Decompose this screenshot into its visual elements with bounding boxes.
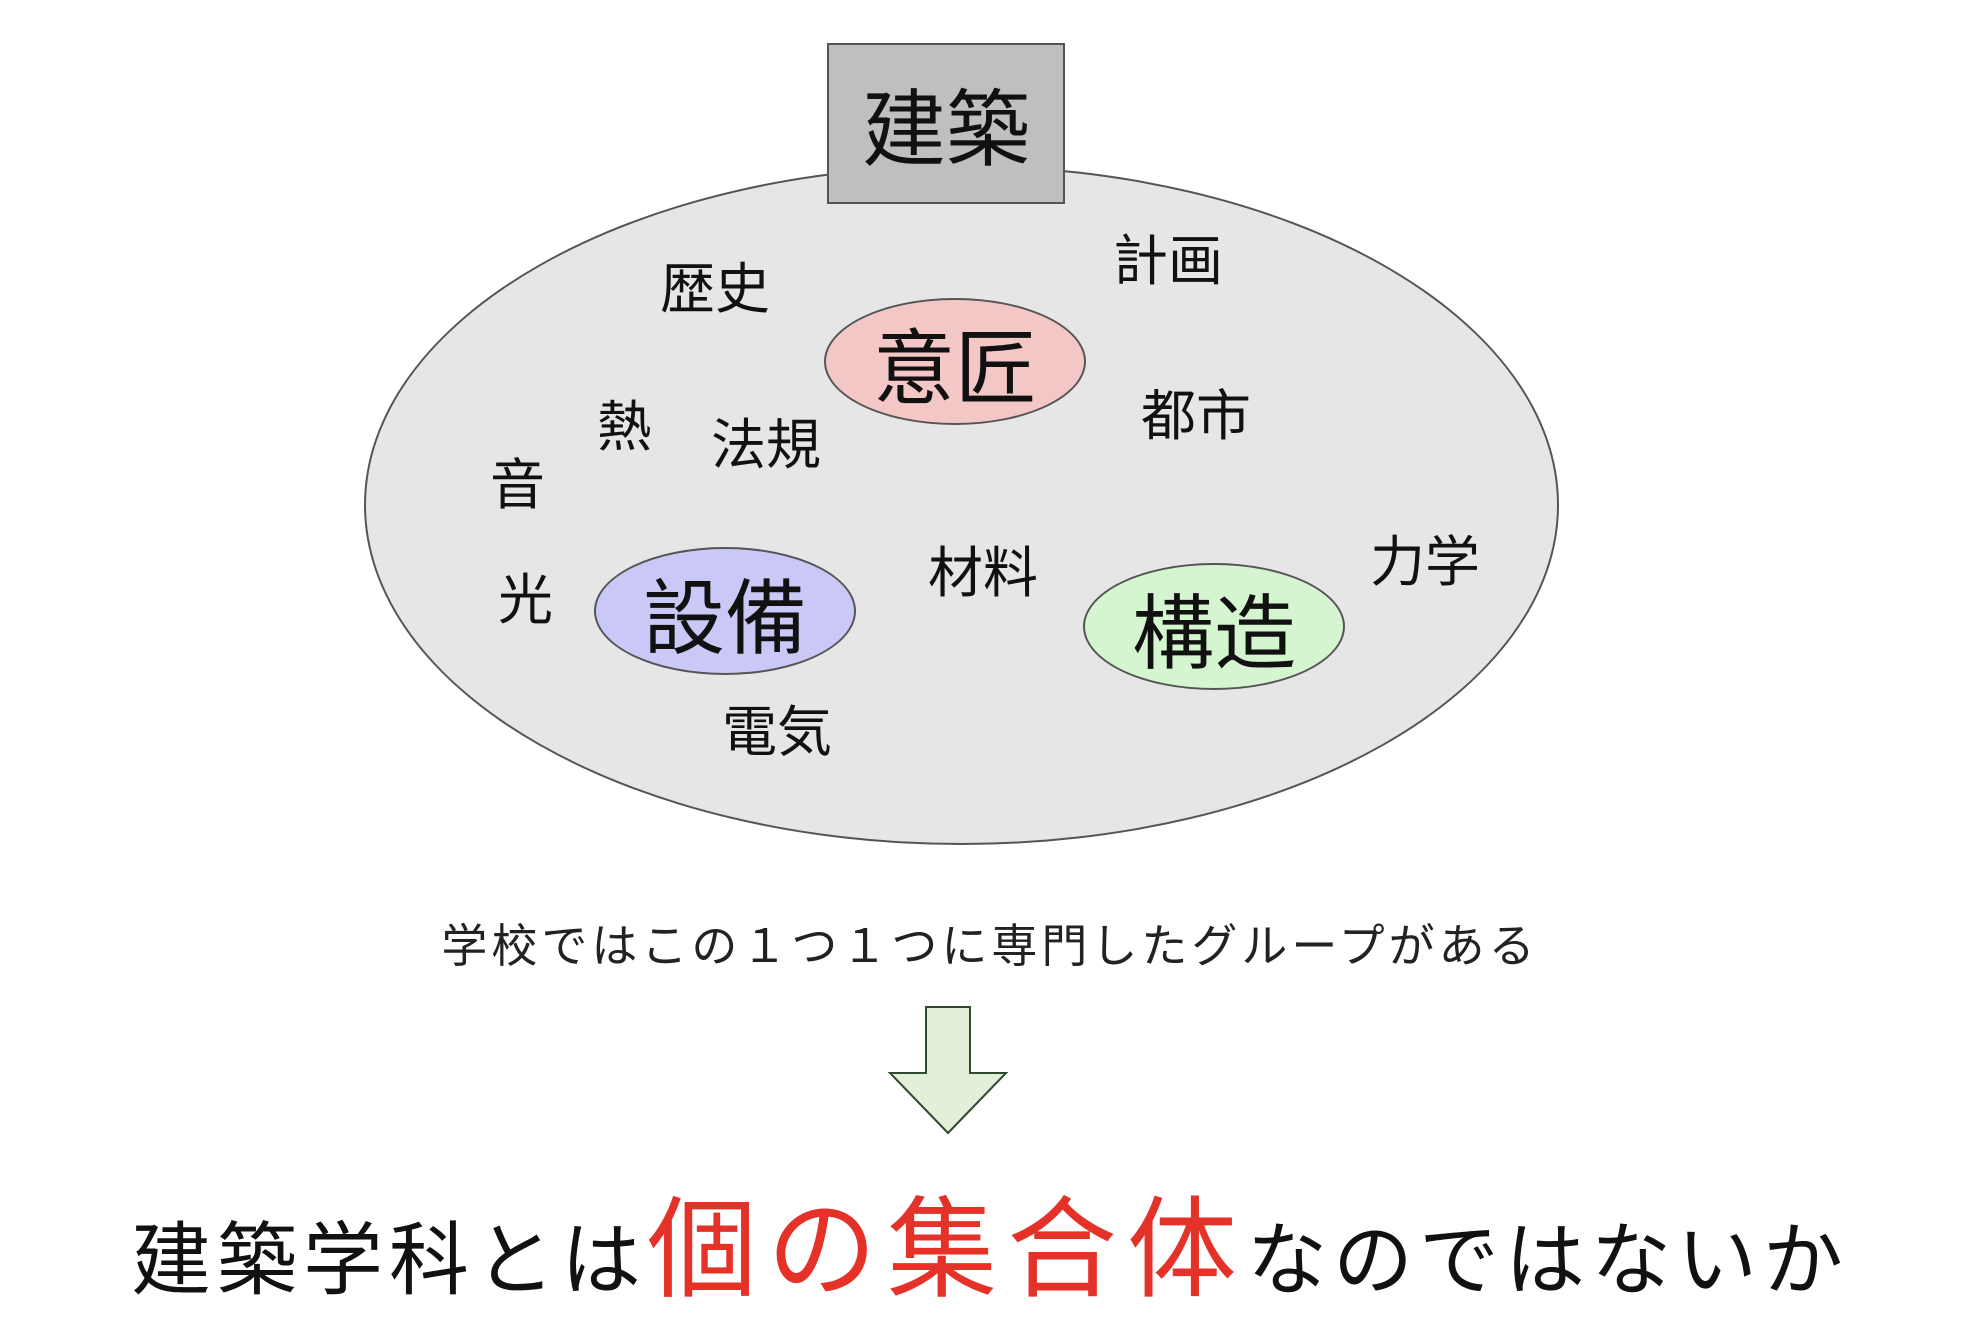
- topic-materials: 材料: [928, 541, 1039, 605]
- down-arrow-icon: [888, 1006, 1008, 1135]
- topic-mechanics: 力学: [1370, 530, 1481, 594]
- design-core-ellipse: 意匠: [824, 298, 1086, 425]
- structure-label: 構造: [1131, 587, 1296, 682]
- topic-sound: 音: [490, 453, 546, 517]
- conclusion-after: なのではないか: [1247, 1214, 1849, 1307]
- topic-planning: 計画: [1113, 229, 1224, 293]
- design-label: 意匠: [872, 322, 1037, 417]
- conclusion-emphasis: 個の集合体: [647, 1186, 1247, 1314]
- equipment-core-ellipse: 設備: [594, 547, 856, 675]
- topic-light: 光: [498, 568, 554, 632]
- topic-urban: 都市: [1141, 384, 1252, 448]
- equipment-label: 設備: [642, 571, 807, 667]
- topic-electricity: 電気: [722, 700, 833, 764]
- structure-core-ellipse: 構造: [1083, 563, 1345, 690]
- topic-regulations: 法規: [711, 413, 822, 477]
- caption: 学校ではこの１つ１つに専門したグループがある: [441, 919, 1539, 973]
- topic-heat: 熱: [597, 395, 653, 459]
- architecture-title: 建築: [861, 81, 1030, 179]
- architecture-title-box: 建築: [827, 43, 1065, 204]
- conclusion-before: 建築学科とは: [131, 1214, 647, 1307]
- conclusion: 建築学科とは 個の集合体 なのではないか: [0, 1160, 1980, 1320]
- topic-history: 歴史: [660, 257, 771, 321]
- architecture-field-ellipse: [364, 165, 1559, 845]
